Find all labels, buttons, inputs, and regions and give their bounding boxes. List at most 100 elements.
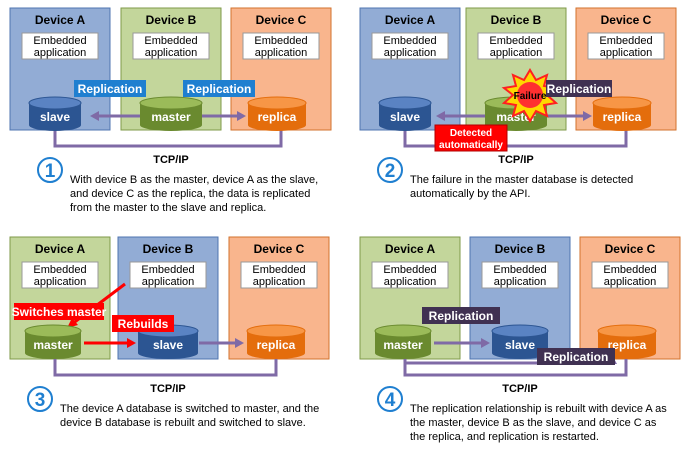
step-3-caption: The device A database is switched to mas… (60, 403, 320, 429)
svg-text:Embedded: Embedded (141, 264, 194, 276)
step-2-caption: The failure in the master database is de… (410, 174, 634, 200)
tcpip-label: TCP/IP (153, 154, 188, 166)
tcpip-label: TCP/IP (150, 383, 185, 395)
replication-tag-upper (422, 307, 500, 324)
embedded-app-c (242, 32, 320, 60)
svg-text:4: 4 (385, 390, 396, 411)
svg-text:Embedded: Embedded (254, 35, 307, 47)
svg-text:master: master (33, 338, 73, 352)
svg-text:slave: slave (390, 110, 420, 124)
replication-tag-lower (537, 348, 615, 365)
embedded-app-b (481, 261, 559, 289)
svg-text:Embedded: Embedded (603, 264, 656, 276)
step-2-diagram: Device A Embedded application Device B E… (359, 7, 677, 183)
svg-text:Embedded: Embedded (493, 264, 546, 276)
svg-text:Embedded: Embedded (383, 35, 436, 47)
tcpip-network-line (53, 359, 278, 377)
svg-text:application: application (34, 276, 87, 288)
embedded-app-c (591, 261, 669, 289)
svg-text:slave: slave (505, 338, 535, 352)
database-replica: replica (597, 324, 657, 359)
svg-text:Embedded: Embedded (599, 35, 652, 47)
svg-text:application: application (145, 47, 198, 59)
step-1-diagram: Device A Embedded application Device B E… (9, 7, 332, 183)
svg-text:master: master (383, 338, 423, 352)
svg-text:replica: replica (257, 338, 296, 352)
embedded-app-b (129, 261, 207, 289)
svg-text:slave: slave (40, 110, 70, 124)
step-4-caption: The replication relationship is rebuilt … (410, 403, 667, 443)
panel-step-1: Device A Embedded application Device B E… (0, 0, 333, 222)
device-a-label: Device A (385, 242, 436, 256)
database-master: master (24, 324, 82, 359)
svg-text:Replication: Replication (429, 309, 494, 323)
embedded-app-b (132, 32, 210, 60)
switches-master-tag (14, 303, 104, 320)
svg-text:application: application (600, 47, 653, 59)
step-3-diagram: Device A Embedded application Device B E… (9, 236, 330, 412)
database-replica: replica (246, 324, 306, 359)
svg-text:application: application (384, 47, 437, 59)
embedded-app-b (477, 32, 555, 60)
database-master: master (374, 324, 432, 359)
device-c-label: Device C (254, 242, 305, 256)
device-b-label: Device B (491, 13, 542, 27)
svg-text:application: application (494, 276, 547, 288)
replication-tag-right (183, 80, 255, 97)
svg-text:Embedded: Embedded (252, 264, 305, 276)
svg-text:Embedded: Embedded (144, 35, 197, 47)
device-b-label: Device B (495, 242, 546, 256)
svg-text:Detected: Detected (450, 128, 492, 139)
replication-tag (546, 80, 612, 97)
tcpip-label: TCP/IP (498, 154, 533, 166)
device-c-label: Device C (605, 242, 656, 256)
svg-text:automatically: automatically (439, 140, 503, 151)
svg-text:Rebuilds: Rebuilds (118, 317, 169, 331)
device-c-label: Device C (256, 13, 307, 27)
svg-text:application: application (384, 276, 437, 288)
device-b-label: Device B (143, 242, 194, 256)
svg-text:Replication: Replication (544, 350, 609, 364)
svg-text:Embedded: Embedded (33, 264, 86, 276)
svg-text:replica: replica (603, 110, 642, 124)
svg-text:1: 1 (45, 161, 56, 182)
svg-text:application: application (34, 47, 87, 59)
svg-text:Replication: Replication (547, 82, 612, 96)
step-4-diagram: Device A Embedded application Device B E… (359, 236, 681, 412)
svg-text:Replication: Replication (187, 82, 252, 96)
embedded-app-a (371, 261, 449, 289)
device-a-label: Device A (385, 13, 436, 27)
svg-text:slave: slave (153, 338, 183, 352)
embedded-app-c (587, 32, 665, 60)
embedded-app-c (240, 261, 318, 289)
database-master: master (139, 96, 203, 131)
failure-label: Failure (514, 91, 547, 102)
svg-text:Switches master: Switches master (12, 305, 107, 319)
detected-automatically-tag (434, 124, 508, 152)
svg-text:master: master (151, 110, 191, 124)
svg-text:application: application (142, 276, 195, 288)
svg-text:application: application (255, 47, 308, 59)
tcpip-network-line (403, 130, 628, 148)
database-slave: slave (378, 96, 432, 131)
step-1-badge (37, 157, 63, 183)
step-3-badge (27, 386, 53, 412)
embedded-app-a (21, 32, 99, 60)
database-replica: replica (592, 96, 652, 131)
svg-text:replica: replica (258, 110, 297, 124)
database-replica: replica (247, 96, 307, 131)
svg-text:replica: replica (608, 338, 647, 352)
svg-text:2: 2 (385, 161, 396, 182)
tcpip-network-line (403, 359, 628, 377)
svg-text:application: application (490, 47, 543, 59)
tcpip-label: TCP/IP (502, 383, 537, 395)
device-a-label: Device A (35, 13, 86, 27)
svg-text:application: application (604, 276, 657, 288)
svg-text:Embedded: Embedded (489, 35, 542, 47)
svg-text:application: application (253, 276, 306, 288)
svg-text:Embedded: Embedded (383, 264, 436, 276)
svg-text:3: 3 (35, 390, 46, 411)
embedded-app-a (21, 261, 99, 289)
rebuilds-tag (112, 315, 174, 332)
tcpip-network-line (53, 130, 283, 148)
